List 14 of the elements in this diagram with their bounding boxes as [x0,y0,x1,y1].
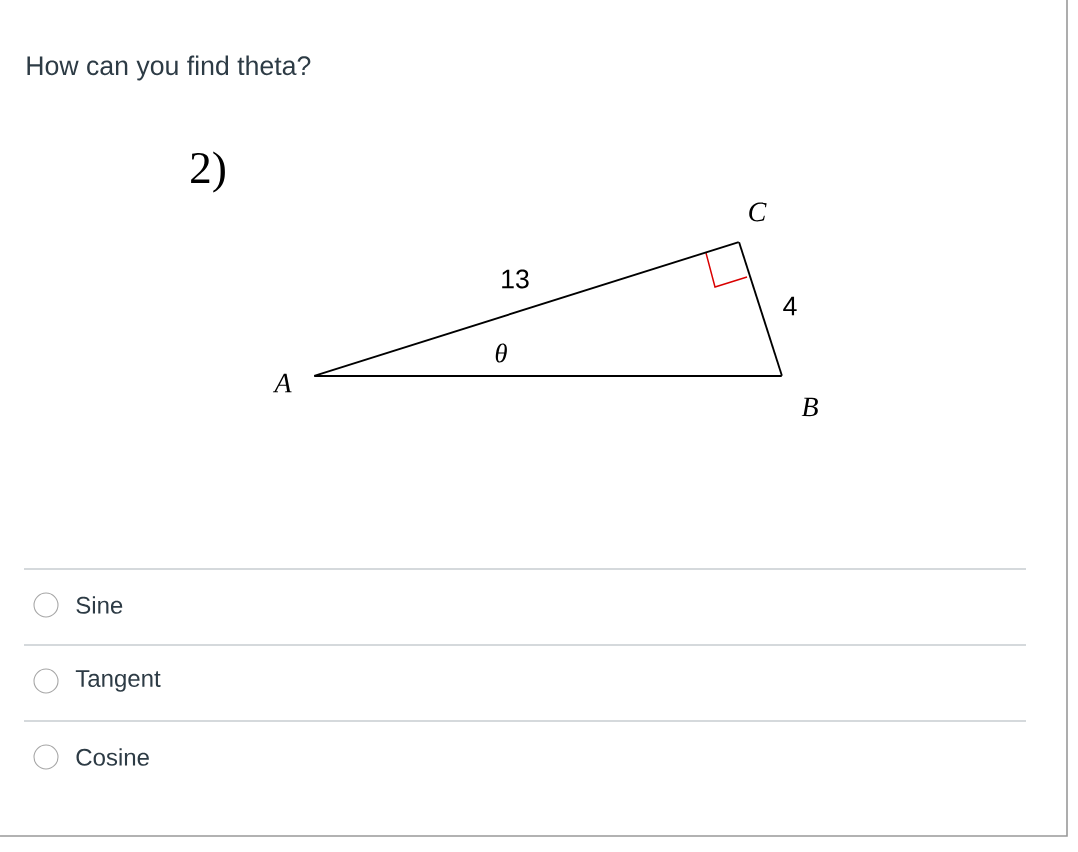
triangle-side [738,241,783,377]
problem-number: 2) [191,151,225,193]
answer-option: Cosine [76,748,149,766]
question-title: How can you find theta? [27,55,311,81]
vertex-label: B [801,397,818,417]
answer-option: Tangent [75,670,161,692]
triangle-side [313,375,783,377]
side-length: 4 [783,296,797,316]
side-length: 13 [502,269,529,289]
vertex-label: C [749,202,767,222]
vertex-label: A [272,373,292,393]
triangle-side [313,241,740,377]
answer-option: Sine [76,596,123,614]
angle-label: θ [495,343,507,363]
